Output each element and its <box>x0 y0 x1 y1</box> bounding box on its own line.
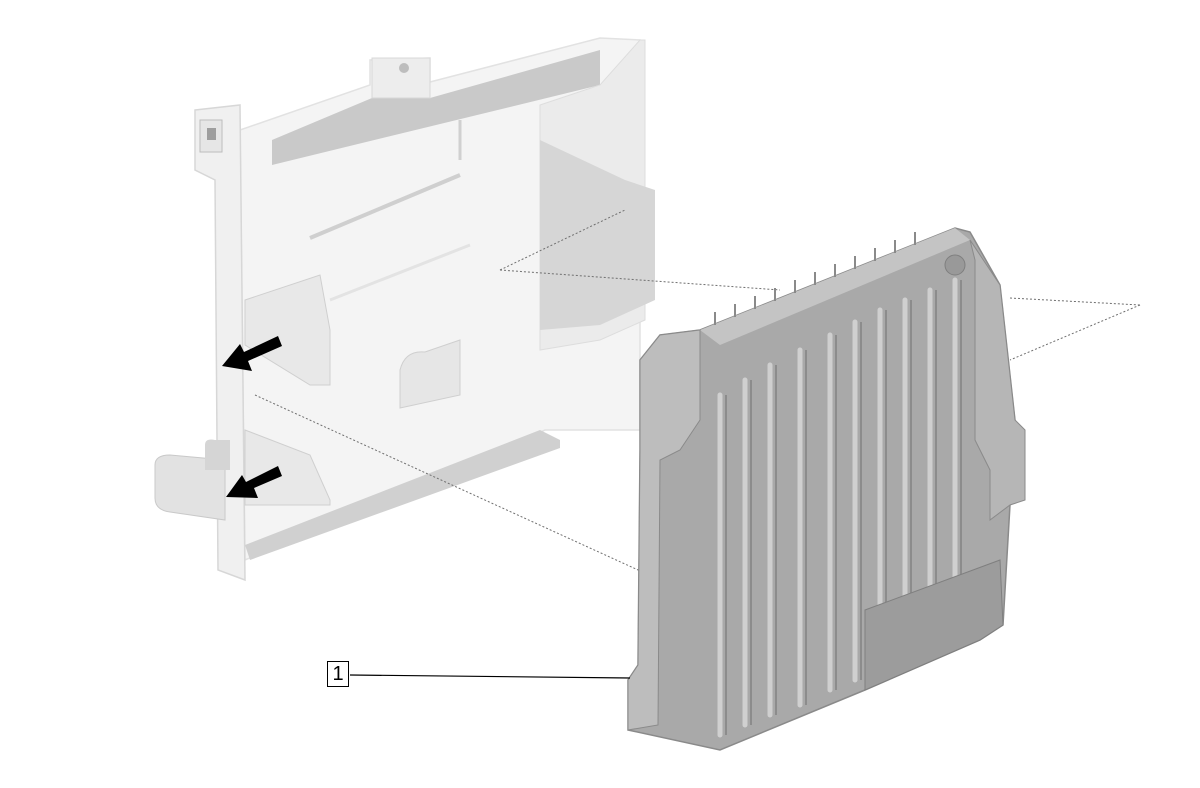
callout-leader-line <box>349 674 631 679</box>
bracket-foot <box>154 454 226 521</box>
alignment-line <box>1009 304 1141 361</box>
bracket-slot <box>309 173 461 240</box>
module-mount-hole <box>944 254 966 276</box>
bracket-inner-tab <box>399 339 461 409</box>
alignment-lines <box>254 209 1141 581</box>
alignment-line <box>499 269 781 291</box>
module-top-fins <box>714 232 916 325</box>
module-connector <box>864 559 1004 691</box>
bracket-left-post <box>194 104 246 582</box>
control-module <box>627 227 1026 751</box>
module-left-face <box>627 329 701 731</box>
bracket-right-inner <box>540 140 655 330</box>
module-top-edge <box>700 228 970 345</box>
mounting-bracket <box>154 37 655 582</box>
removal-arrow-icon <box>226 466 282 498</box>
bracket-foot-lower <box>205 439 230 470</box>
alignment-line <box>1009 297 1141 306</box>
bracket-tab-hole <box>399 63 409 73</box>
alignment-line <box>499 209 626 271</box>
module-right-flange <box>969 239 1026 521</box>
callout-label-1: 1 <box>327 661 349 687</box>
bracket-upper-clip <box>244 274 331 386</box>
bracket-top-shadow <box>272 50 600 165</box>
bracket-bottom-rail <box>245 430 560 560</box>
removal-arrow-icon <box>222 336 282 371</box>
callout-label-text: 1 <box>332 663 344 685</box>
bracket-slot <box>329 243 471 302</box>
bracket-post-slot <box>207 128 216 140</box>
